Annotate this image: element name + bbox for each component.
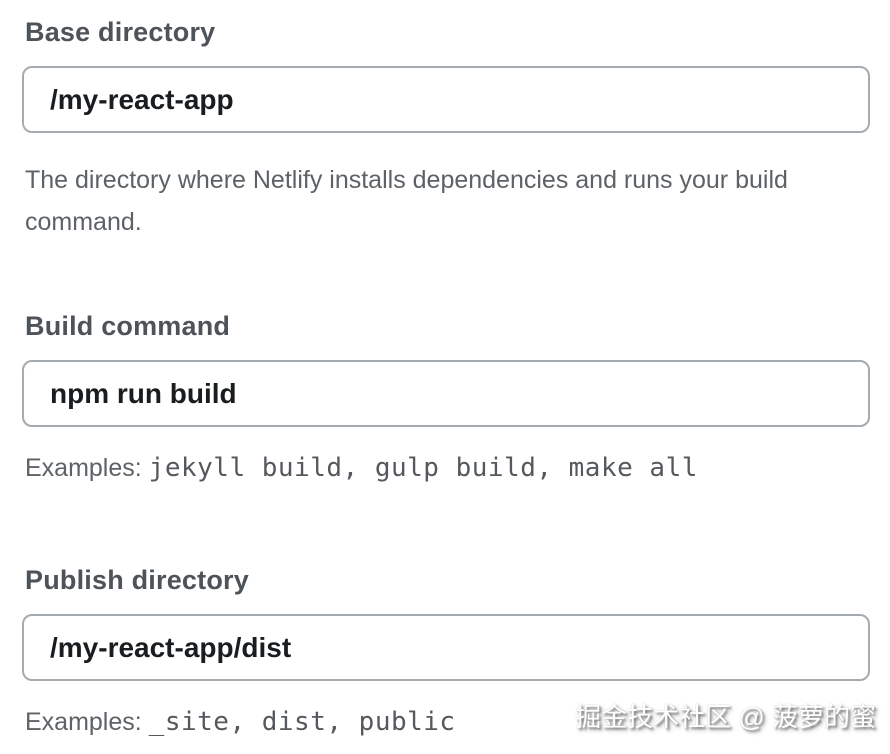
examples-prefix: Examples: (25, 454, 142, 482)
base-directory-input[interactable] (22, 66, 870, 133)
base-directory-label: Base directory (25, 17, 216, 47)
base-directory-help-text: The directory where Netlify installs dep… (25, 166, 788, 236)
examples-values: _site, dist, public (148, 707, 456, 737)
build-command-examples: Examples: jekyll build, gulp build, make… (25, 451, 870, 485)
build-command-label: Build command (25, 311, 231, 341)
publish-directory-input[interactable] (22, 614, 870, 681)
build-command-input[interactable] (22, 360, 870, 427)
examples-values: jekyll build, gulp build, make all (148, 453, 698, 483)
field-build-command: Build command Examples: jekyll build, gu… (22, 310, 870, 485)
field-base-directory: Base directory The directory where Netli… (22, 16, 870, 243)
field-publish-directory: Publish directory Examples: _site, dist,… (22, 564, 870, 739)
publish-directory-label: Publish directory (25, 565, 249, 595)
publish-directory-examples: Examples: _site, dist, public (25, 705, 870, 739)
examples-prefix: Examples: (25, 708, 142, 736)
